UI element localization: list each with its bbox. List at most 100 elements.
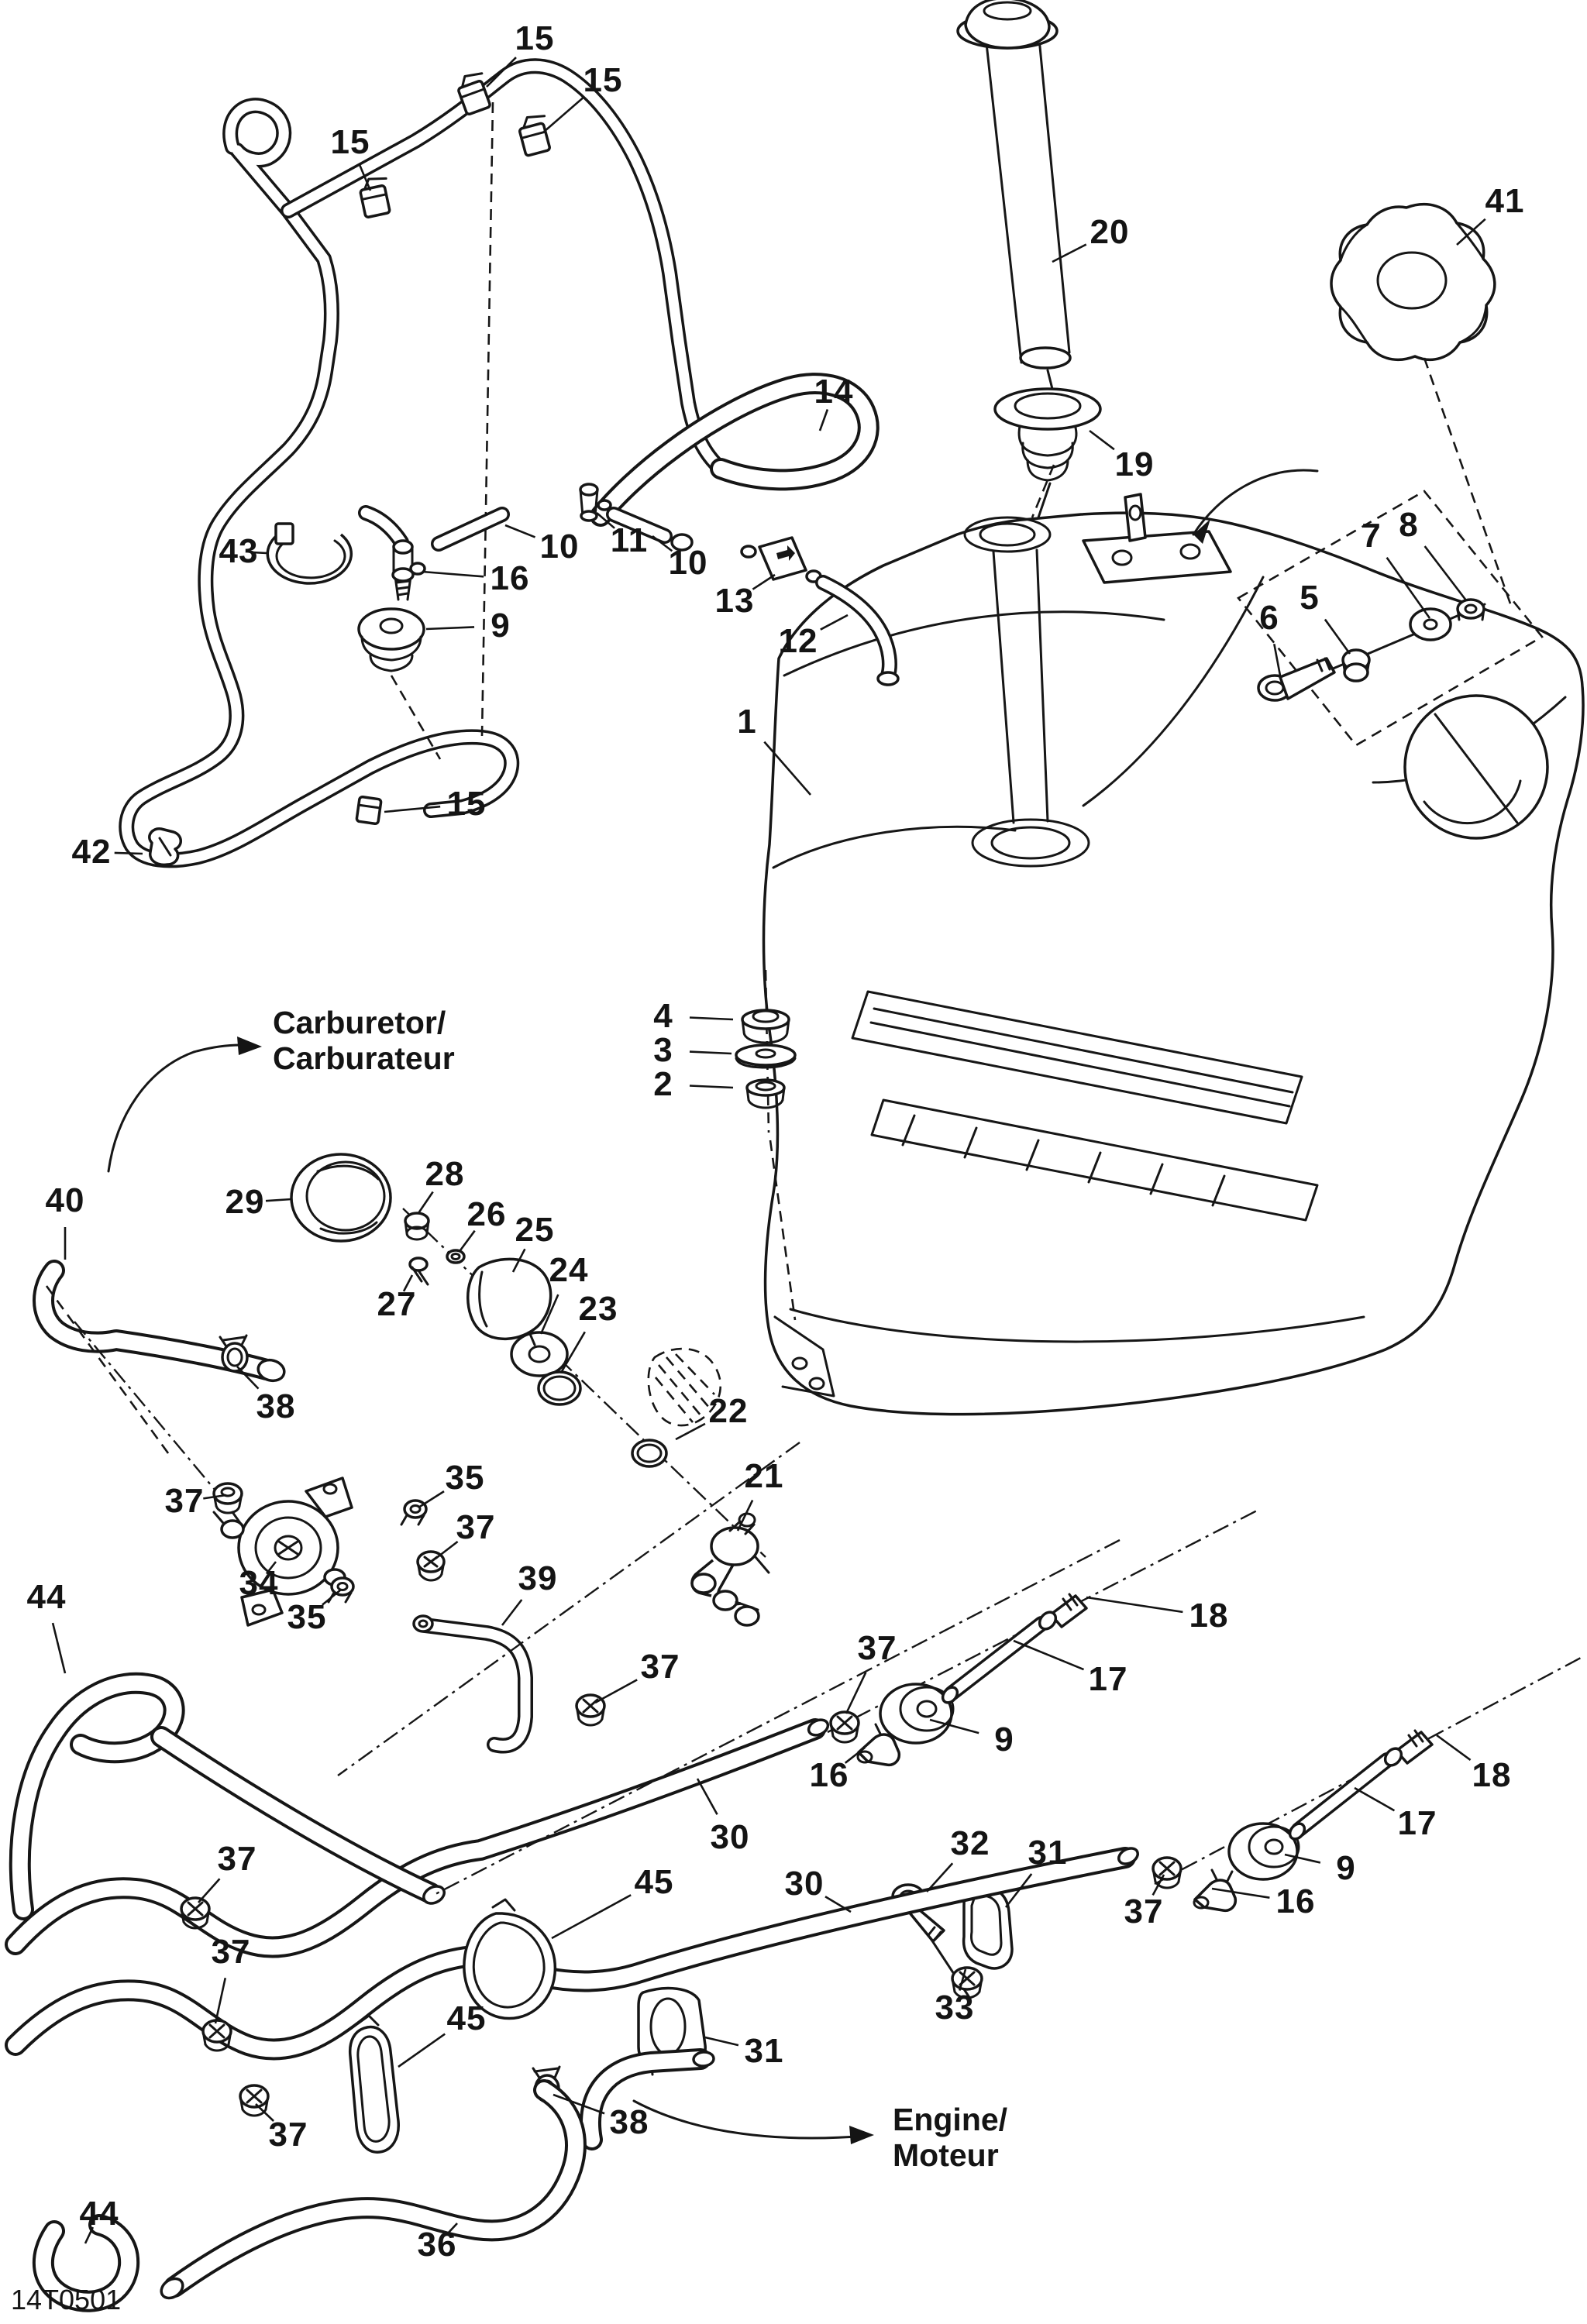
part-label: 37 — [1124, 1893, 1164, 1930]
hose-clips-15 — [355, 72, 551, 826]
ring-24 — [510, 1331, 569, 1377]
vent-fitting-16 — [391, 539, 426, 601]
nut-8 — [1456, 598, 1485, 621]
part-label: 28 — [425, 1155, 465, 1193]
leader-line — [594, 1679, 638, 1704]
part-label: 44 — [26, 1578, 67, 1616]
leader-line — [198, 1878, 221, 1903]
part-label: 37 — [268, 2116, 308, 2154]
fuel-cap — [1330, 203, 1513, 607]
part-label: 37 — [164, 1482, 205, 1520]
leader-line — [926, 1862, 954, 1893]
vent-line — [431, 483, 900, 686]
leader-line — [1423, 545, 1468, 601]
part-label: 42 — [71, 833, 112, 871]
loop-clamp-45a — [463, 1898, 557, 2020]
part-label: 45 — [634, 1863, 674, 1901]
fuel-pump-34 — [212, 1477, 353, 1627]
part-label: 10 — [668, 544, 708, 582]
leader-line — [398, 2033, 446, 2068]
leader-line — [445, 2223, 458, 2236]
part-label: 33 — [935, 1989, 975, 2027]
leader-line — [1284, 1853, 1321, 1864]
leader-line — [559, 1331, 586, 1373]
grommet-9c — [1227, 1822, 1300, 1881]
vent-grommet-9 — [357, 607, 442, 760]
elbow-16c — [1193, 1868, 1238, 1913]
leader-line — [501, 1599, 523, 1626]
bolt-detail-box — [1237, 490, 1544, 747]
washer-3 — [735, 1043, 797, 1069]
leader-line — [539, 1294, 559, 1335]
part-label: 36 — [417, 2226, 457, 2264]
leader-line — [1004, 1873, 1033, 1908]
leader-line — [1324, 618, 1351, 655]
part-label: 37 — [211, 1933, 251, 1971]
leader-line — [84, 2226, 95, 2244]
spacer-2 — [745, 1078, 786, 1109]
leader-line — [459, 1229, 476, 1251]
part-label: 6 — [1259, 599, 1279, 637]
leader-line — [402, 1274, 414, 1292]
leader-line — [255, 2103, 274, 2122]
leader-line — [1086, 1596, 1183, 1614]
leader-line — [736, 1500, 754, 1532]
part-label: 37 — [640, 1648, 680, 1686]
part-label: 15 — [583, 61, 623, 99]
leader-line — [1456, 218, 1486, 246]
grommet-9b — [879, 1683, 955, 1745]
part-label: 5 — [1300, 579, 1320, 617]
part-label: 32 — [950, 1824, 990, 1862]
leader-line — [418, 1490, 445, 1509]
leader-line — [959, 1968, 967, 1991]
leader-line — [551, 1894, 632, 1940]
part-label: 16 — [809, 1756, 849, 1794]
leader-line — [417, 1191, 434, 1214]
hose-44b — [33, 2214, 140, 2312]
part-label: 13 — [714, 582, 755, 620]
part-label: 31 — [1028, 1834, 1068, 1872]
hose-clamp-37e — [180, 1896, 211, 1930]
part-label: 19 — [1114, 445, 1155, 483]
part-label: 9 — [491, 607, 511, 645]
left-pickup — [827, 1509, 1258, 1767]
part-label: 18 — [1189, 1597, 1229, 1635]
exploded-axis — [402, 1208, 766, 1558]
leader-line — [553, 2093, 605, 2115]
part-label: 37 — [857, 1629, 897, 1667]
leader-line — [1152, 1874, 1165, 1896]
part-label: 21 — [744, 1457, 784, 1495]
leader-line — [752, 573, 776, 590]
leader-line — [384, 805, 441, 813]
leader-line — [596, 512, 615, 529]
hose-30a — [5, 1718, 830, 1958]
leader-line — [820, 614, 849, 631]
part-label: 26 — [466, 1195, 507, 1233]
carburetor-callout-line1: Carburetor/ — [273, 1005, 446, 1040]
part-label: 31 — [744, 2032, 784, 2070]
leader-line — [425, 626, 475, 631]
part-label: 2 — [653, 1065, 673, 1103]
hose-36 — [160, 2079, 587, 2300]
part-label: 15 — [515, 19, 555, 57]
leader-line — [114, 851, 143, 855]
part-label: 1 — [737, 703, 757, 741]
hose-40 — [33, 1260, 286, 1491]
bolt-6 — [1257, 657, 1336, 702]
part-label: 24 — [549, 1251, 589, 1289]
carburetor-arrow — [107, 1037, 262, 1173]
washer-26 — [446, 1249, 466, 1264]
part-label: 43 — [219, 532, 259, 570]
part-label: 40 — [45, 1181, 85, 1219]
filler-gasket — [993, 387, 1102, 519]
leader-line — [358, 163, 372, 191]
part-label: 15 — [446, 785, 487, 823]
leader-line — [251, 551, 267, 555]
part-label: 30 — [710, 1818, 750, 1856]
clamp-37h — [239, 2084, 270, 2117]
bolt-27 — [408, 1257, 429, 1286]
fastener-stack — [735, 969, 797, 1321]
right-pickup — [1152, 1656, 1582, 1913]
part-label: 9 — [994, 1721, 1014, 1758]
leader-line — [1211, 1887, 1270, 1899]
